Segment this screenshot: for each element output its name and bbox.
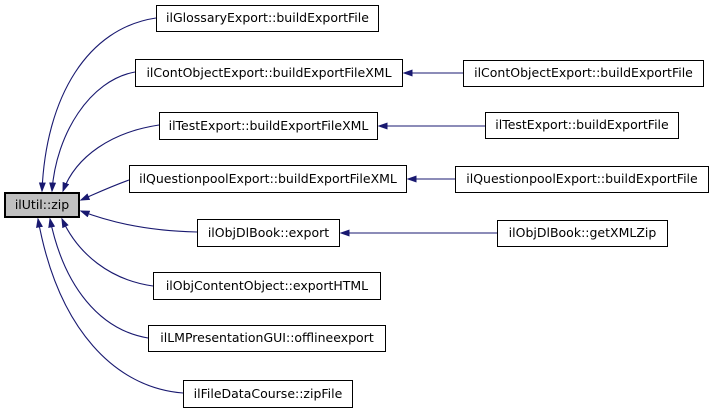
node-ilobjdlbook-export[interactable]: ilObjDlBook::export bbox=[197, 219, 340, 247]
node-ilquestionpoolexport-buildexportfilexml[interactable]: ilQuestionpoolExport::buildExportFileXML bbox=[129, 165, 407, 193]
node-illmpresentationgui-offlineexport[interactable]: ilLMPresentationGUI::offlineexport bbox=[148, 325, 386, 352]
node-ilcontobjectexport-buildexportfile[interactable]: ilContObjectExport::buildExportFile bbox=[463, 60, 704, 87]
node-ilutil-zip: ilUtil::zip bbox=[4, 192, 80, 218]
edge-contobjxml-to-zip bbox=[49, 71, 136, 193]
node-iltestexport-buildexportfile[interactable]: ilTestExport::buildExportFile bbox=[485, 112, 679, 139]
node-ilfiledatacourse-zipfile[interactable]: ilFileDataCourse::zipFile bbox=[183, 380, 353, 408]
edge-questionpoolxml-to-zip bbox=[79, 179, 130, 201]
edge-exporthtml-to-zip bbox=[61, 217, 154, 287]
edge-offlineexport-to-zip bbox=[48, 217, 149, 339]
edge-glossary-to-zip bbox=[38, 17, 157, 193]
node-ilobjdlbook-getxmlzip[interactable]: ilObjDlBook::getXMLZip bbox=[497, 220, 668, 247]
node-ilcontobjectexport-buildexportfilexml[interactable]: ilContObjectExport::buildExportFileXML bbox=[135, 59, 403, 87]
edge-testxml-to-zip bbox=[62, 124, 160, 193]
node-ilobjcontentobject-exporthtml[interactable]: ilObjContentObject::exportHTML bbox=[153, 272, 381, 300]
node-iltestexport-buildexportfilexml[interactable]: ilTestExport::buildExportFileXML bbox=[159, 112, 378, 140]
edge-dlbookexport-to-zip bbox=[79, 210, 198, 233]
node-ilglossaryexport-buildexportfile[interactable]: ilGlossaryExport::buildExportFile bbox=[156, 5, 379, 32]
node-ilquestionpoolexport-buildexportfile[interactable]: ilQuestionpoolExport::buildExportFile bbox=[455, 166, 709, 193]
edge-zipfile-to-zip bbox=[36, 217, 184, 394]
